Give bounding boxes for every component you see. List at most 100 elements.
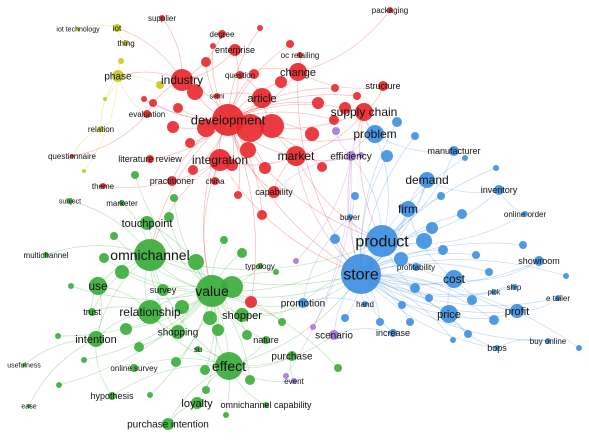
node-evaluation[interactable] [143,110,151,118]
node-china[interactable] [211,177,219,185]
node-profitability[interactable] [412,263,420,271]
node-inventory[interactable] [494,185,504,195]
unlabeled-node-26 [286,40,294,48]
node-usefulness[interactable] [22,363,26,367]
node-enterprise[interactable] [229,44,241,56]
node-price[interactable] [440,305,458,323]
node-firm[interactable] [400,201,416,217]
link-dot-93 [312,155,353,328]
node-subject[interactable] [67,198,73,204]
node-supplier[interactable] [159,15,165,21]
unlabeled-node-19 [149,99,157,107]
node-degree[interactable] [218,30,226,38]
link-change-packaging [297,9,391,73]
node-online-order[interactable] [522,211,528,217]
node-oc-retailing[interactable] [297,52,303,58]
node-integration[interactable] [209,149,231,171]
unlabeled-node-41 [134,342,144,352]
node-purchase[interactable] [287,351,297,361]
node-increase[interactable] [389,329,397,337]
node-omnichannel[interactable] [134,239,166,271]
node-demand[interactable] [419,172,435,188]
node-store[interactable] [341,254,381,294]
label-profitability: profitability [397,263,435,272]
node-supply-chain[interactable] [355,103,373,121]
node-practitioner[interactable] [167,176,177,186]
node-scenario[interactable] [329,330,339,340]
node-structure[interactable] [378,81,388,91]
node-value[interactable] [196,275,228,307]
node-thing[interactable] [123,40,129,46]
node-event[interactable] [291,378,297,384]
node-relation[interactable] [98,126,104,132]
node-problem[interactable] [366,125,384,143]
node-touchpoint[interactable] [140,216,154,230]
node-marketer[interactable] [119,200,125,206]
node-hypothesis[interactable] [108,392,116,400]
node-ease[interactable] [27,404,31,408]
node-shopper[interactable] [235,308,249,322]
node-survey[interactable] [157,284,169,296]
node-online-survey[interactable] [130,364,138,372]
unlabeled-node-20 [173,103,183,113]
unlabeled-node-68 [411,132,419,140]
unlabeled-node-32 [82,169,86,173]
node-iot[interactable] [113,24,121,32]
label-use: use [88,279,108,293]
node-article[interactable] [252,88,272,108]
node-iot-technology[interactable] [76,27,80,31]
node-capability[interactable] [268,186,280,198]
node-purchase-intention[interactable] [162,418,174,430]
node-packaging[interactable] [387,7,393,13]
node-market[interactable] [286,146,306,166]
node-relationship[interactable] [138,300,162,324]
node-theme[interactable] [100,183,106,189]
node-shopping[interactable] [171,325,185,339]
node-question[interactable] [236,71,244,79]
node-su[interactable] [195,346,201,352]
node-industry[interactable] [171,69,193,91]
unlabeled-node-34 [188,254,204,270]
node-showroom[interactable] [534,256,544,266]
label-supply-chain: supply chain [331,105,398,119]
node-literature-review[interactable] [146,155,154,163]
label-marketer: marketer [106,199,138,208]
node-trust[interactable] [88,308,96,316]
link-change-structure [297,71,384,89]
unlabeled-node-37 [115,265,129,279]
label-capability: capability [255,187,293,197]
node-promotion[interactable] [298,298,308,308]
node-intention[interactable] [88,331,104,347]
node-typology[interactable] [257,263,263,269]
node-hand[interactable] [362,301,368,307]
node-ship[interactable] [511,284,517,290]
unlabeled-node-3 [197,119,215,137]
node-profit[interactable] [510,304,524,318]
unlabeled-node-90 [332,127,340,135]
node-bops[interactable] [494,345,500,351]
label-touchpoint: touchpoint [122,218,173,230]
node-cost[interactable] [445,270,463,288]
node-buy-online[interactable] [545,338,551,344]
node-manufacturer[interactable] [449,146,459,156]
node-questionnaire[interactable] [70,154,74,158]
node-change[interactable] [289,63,307,81]
node-loyalty[interactable] [191,397,203,409]
node-pick[interactable] [491,289,497,295]
node-product[interactable] [366,225,398,257]
node-omnichannel-capability[interactable] [263,402,269,408]
node-phase[interactable] [112,70,124,82]
unlabeled-node-54 [237,248,247,258]
node-buyer[interactable] [347,214,353,220]
node-effect[interactable] [215,352,243,380]
node-multichannel[interactable] [43,252,49,258]
node-semi[interactable] [214,93,220,99]
node-efficiency[interactable] [346,151,356,161]
link-dot-32 [83,75,119,172]
node-development[interactable] [212,104,244,136]
label-questionnaire: questionnaire [48,152,97,161]
node-e-tailer[interactable] [555,295,561,301]
node-nature[interactable] [262,336,270,344]
label-buy-online: buy online [530,337,567,346]
node-use[interactable] [89,277,107,295]
